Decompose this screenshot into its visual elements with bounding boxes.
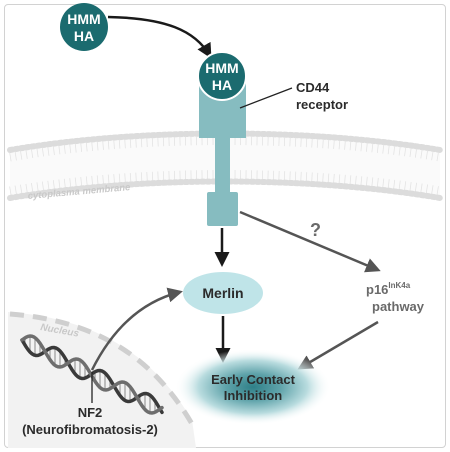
nf2-to-merlin-arrow	[90, 287, 183, 371]
cd44-label-line1: CD44	[296, 80, 330, 95]
cd44-label-line2: receptor	[296, 97, 348, 112]
figure-frame	[4, 4, 446, 448]
question-mark: ?	[310, 220, 321, 240]
hmmha-free-line2: HA	[74, 28, 94, 44]
cd44-leader-line	[239, 87, 293, 109]
hmmha-bound-line1: HMM	[205, 60, 238, 76]
nf2-line1: NF2	[78, 405, 103, 420]
p16-label: p16InK4a	[366, 281, 411, 297]
merlin-label: Merlin	[202, 285, 243, 301]
p16-base: p16	[366, 282, 388, 297]
hmmha-bound-node: HMM HA	[197, 51, 247, 101]
early-contact-inhibition-node: Early Contact Inhibition	[175, 349, 331, 425]
receptor-to-p16-arrow	[239, 210, 381, 273]
hmmha-free-line1: HMM	[67, 11, 100, 27]
p16-to-eci-arrow	[297, 320, 379, 370]
p16-pathway: pathway	[372, 299, 425, 314]
hmmha-free-node: HMM HA	[60, 3, 108, 51]
eci-line2: Inhibition	[224, 388, 283, 403]
hmmha-bound-line2: HA	[212, 77, 232, 93]
eci-line1: Early Contact	[211, 372, 295, 387]
nf2-line2: (Neurofibromatosis-2)	[22, 422, 158, 437]
merlin-node: Merlin	[183, 272, 263, 314]
nucleus-membrane	[9, 311, 195, 426]
p16-superscript: InK4a	[388, 281, 410, 290]
binding-arrow	[107, 15, 212, 59]
